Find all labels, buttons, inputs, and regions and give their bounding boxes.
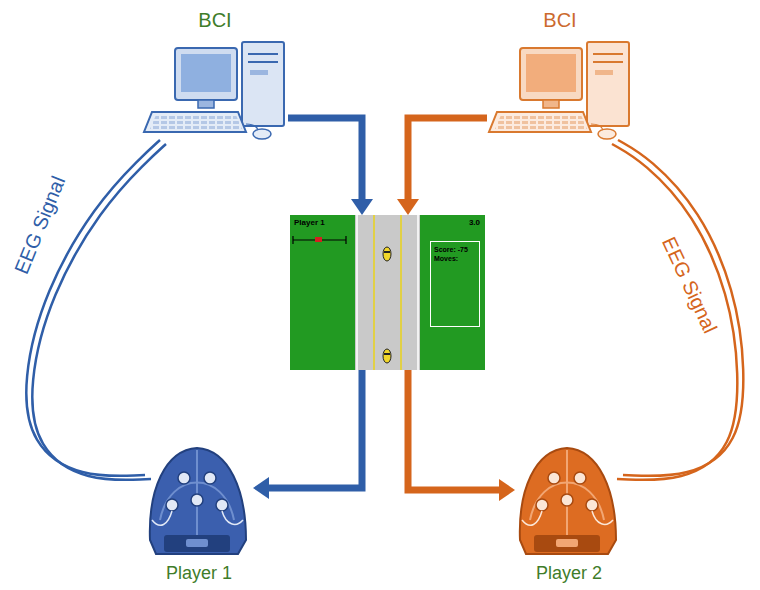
game-screen [290,215,485,370]
bci-computer: BCI [487,40,633,140]
node-title: Player 2 [485,563,653,584]
computer-icon [144,42,284,139]
eeg-cap [150,448,246,554]
flow-arrow [408,118,487,199]
node-title: Player 1 [115,563,283,584]
screen-text: 3.0 [469,218,480,227]
computer-icon [489,42,629,139]
screen-text: Player 1 [294,218,325,227]
node-title: BCI [142,9,288,32]
flow-arrow [288,118,362,199]
panel-text: Moves: [434,255,476,263]
signal-label: EEG Signal [657,232,722,339]
player-cap: Player 1 [145,440,253,558]
panel-text: Score: -75 [434,246,476,254]
bci-computer: BCI [142,40,288,140]
signal-label: EEG Signal [10,171,71,279]
score-panel: Score: -75Moves: [430,241,480,327]
eeg-cap [520,448,616,554]
game-screen: Score: -75Moves: Player 1 3.0 [290,215,485,370]
flow-arrow [408,370,499,490]
node-title: BCI [487,9,633,32]
flow-arrow [269,370,362,488]
eeg-cable [618,140,743,476]
cable-strand [612,144,737,480]
player-cap: Player 2 [515,440,623,558]
